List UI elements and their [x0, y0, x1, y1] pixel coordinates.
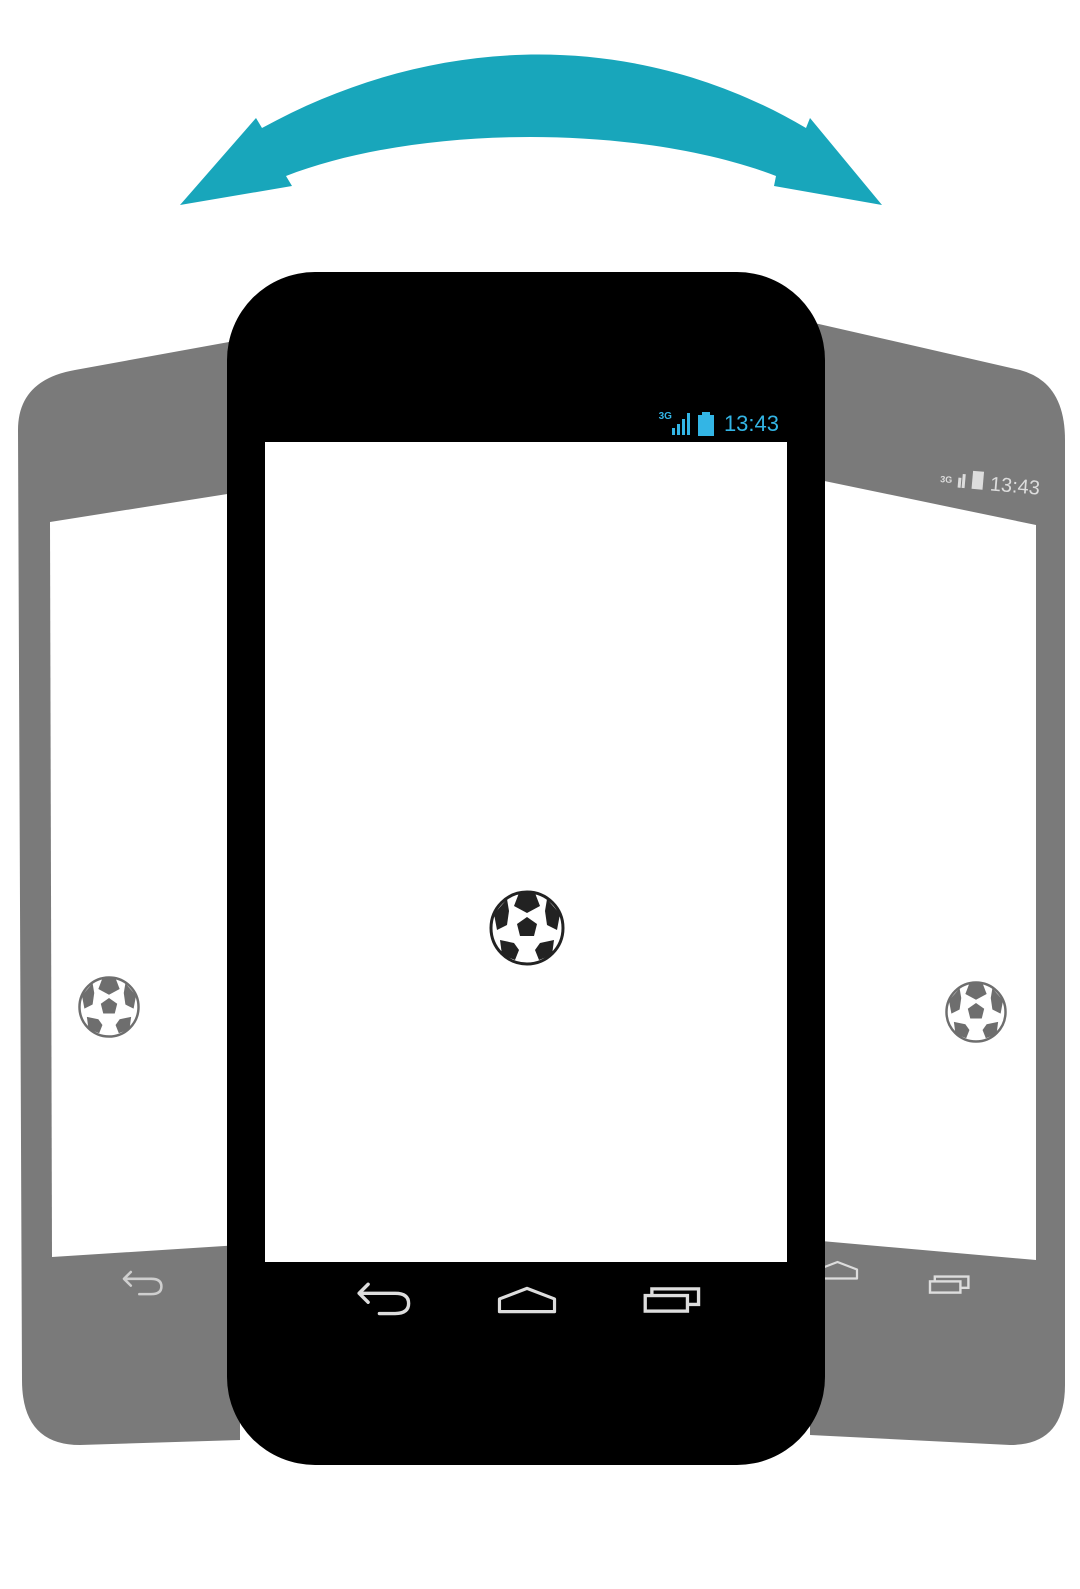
signal-bars-icon [671, 413, 690, 435]
soccer-ball-icon [78, 976, 140, 1038]
recent-apps-icon[interactable] [643, 1282, 703, 1318]
svg-text:13:43: 13:43 [989, 473, 1041, 499]
status-bar: 3G 13:43 [659, 410, 779, 438]
home-icon[interactable] [497, 1282, 557, 1318]
app-screen [265, 442, 787, 1262]
navigation-bar [227, 1272, 825, 1332]
phone-tilted-left [18, 340, 240, 1445]
back-icon[interactable] [355, 1282, 415, 1318]
network-type-label: 3G [658, 410, 672, 422]
battery-icon [697, 412, 714, 436]
phone-upright: 3G 13:43 [227, 272, 825, 1465]
double-headed-curved-arrow-icon [180, 54, 882, 205]
phone-tilted-right: 3G 13:43 [810, 322, 1065, 1445]
svg-text:3G: 3G [940, 474, 953, 485]
soccer-ball-icon [945, 981, 1007, 1043]
soccer-ball-icon [489, 890, 565, 966]
clock: 13:43 [723, 411, 779, 436]
status-bar-ghost: 3G 13:43 [940, 470, 1041, 500]
